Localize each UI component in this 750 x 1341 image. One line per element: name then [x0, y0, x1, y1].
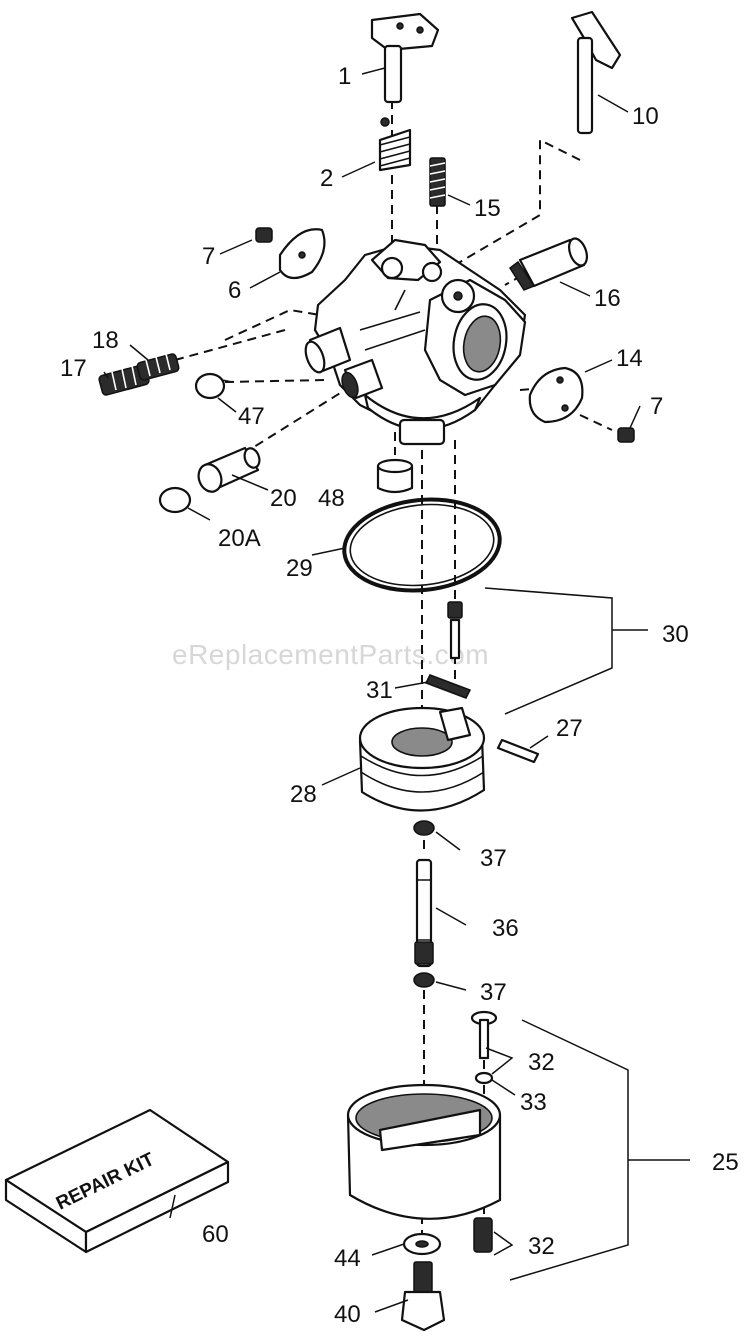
- callout-44: 44: [334, 1245, 361, 1272]
- part-float-pin-27: [496, 738, 540, 764]
- callout-27: 27: [556, 715, 583, 742]
- part-throttle-shaft: [370, 12, 440, 104]
- part-plate-14: [528, 366, 584, 424]
- callout-37-lower: 37: [480, 979, 507, 1006]
- callout-30: 30: [662, 621, 689, 648]
- callout-20: 20: [270, 485, 297, 512]
- part-seal-48: [376, 458, 414, 494]
- part-cap-20a: [158, 486, 192, 514]
- part-drain-32-upper: [470, 1010, 498, 1060]
- callout-29: 29: [286, 555, 313, 582]
- part-bowl-nut-40: [400, 1261, 446, 1332]
- callout-15: 15: [474, 195, 501, 222]
- callout-47: 47: [238, 403, 265, 430]
- part-spring-18: [136, 353, 180, 381]
- carburetor-body: [304, 238, 527, 446]
- callout-28: 28: [290, 781, 317, 808]
- part-needle-20: [197, 446, 261, 493]
- callout-16: 16: [594, 285, 621, 312]
- callout-20a: 20A: [218, 525, 261, 552]
- part-main-jet-36: [414, 858, 434, 968]
- part-gasket-29: [342, 497, 502, 593]
- callout-18: 18: [92, 327, 119, 354]
- part-float-bowl-25: [346, 1083, 502, 1220]
- part-washer-33: [474, 1071, 494, 1085]
- part-needle-valve-30: [447, 601, 463, 660]
- callout-48: 48: [318, 485, 345, 512]
- part-pin-31: [424, 674, 472, 699]
- callout-labels: 1 2 7 6 10 15 16 14 7 18 17 47 20 48 20A…: [60, 63, 739, 1328]
- callout-31: 31: [366, 677, 393, 704]
- part-repair-kit-60: REPAIR KIT: [4, 1108, 230, 1254]
- callout-36: 36: [492, 915, 519, 942]
- part-washer-37-upper: [413, 820, 435, 836]
- part-fuel-inlet: [508, 237, 589, 291]
- part-idle-screw: [429, 157, 446, 207]
- callout-40: 40: [334, 1301, 361, 1328]
- callout-14: 14: [616, 345, 643, 372]
- watermark: eReplacementParts.com: [172, 639, 489, 670]
- callout-32-lower: 32: [528, 1233, 555, 1260]
- part-plug-47: [194, 372, 233, 400]
- part-plate-6: [278, 228, 326, 280]
- part-float-28: [358, 706, 486, 812]
- callout-1: 1: [338, 63, 351, 90]
- callout-2: 2: [320, 165, 333, 192]
- leader-lines: [103, 67, 690, 1313]
- part-spring: [378, 117, 412, 172]
- callout-32-upper: 32: [528, 1049, 555, 1076]
- callout-17: 17: [60, 355, 87, 382]
- part-choke-shaft: [570, 10, 622, 135]
- callout-10: 10: [632, 103, 659, 130]
- part-washer-37-lower: [413, 972, 435, 988]
- callout-60: 60: [202, 1221, 229, 1248]
- callout-33: 33: [520, 1089, 547, 1116]
- part-screw-7-lower: [617, 427, 635, 443]
- part-drain-32-lower: [473, 1217, 493, 1253]
- callout-7-lower: 7: [650, 393, 663, 420]
- callout-6: 6: [228, 277, 241, 304]
- part-gasket-44: [402, 1232, 442, 1256]
- callout-37-upper: 37: [480, 845, 507, 872]
- callout-7-upper: 7: [202, 243, 215, 270]
- callout-25: 25: [712, 1149, 739, 1176]
- part-screw-7-upper: [255, 227, 273, 243]
